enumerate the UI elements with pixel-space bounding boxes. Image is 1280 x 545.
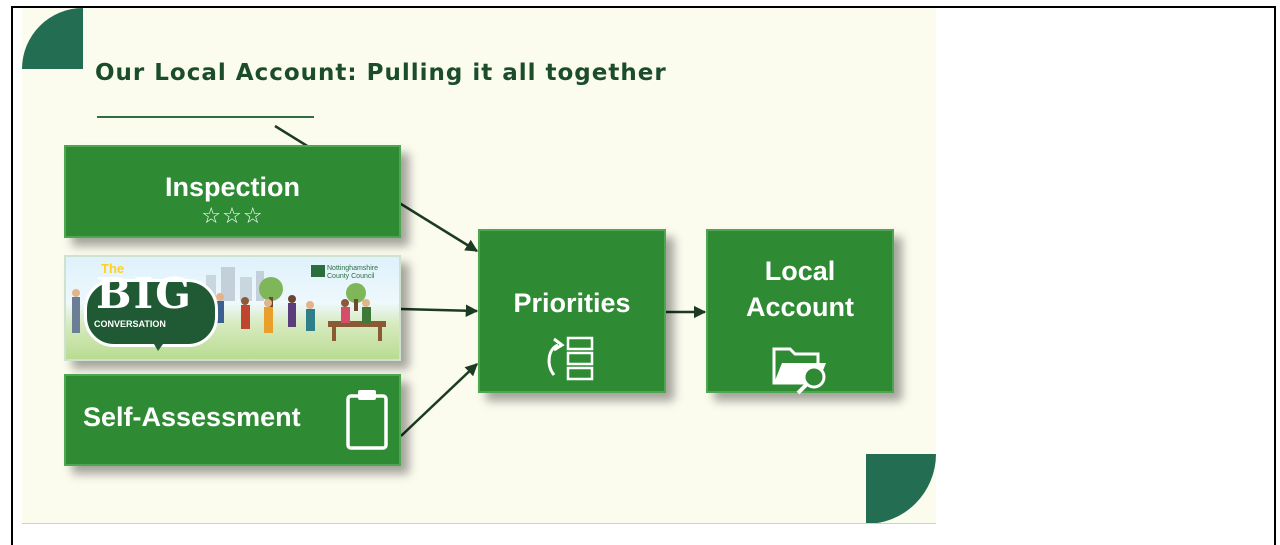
council-logo-icon xyxy=(311,265,325,277)
frame-right-border xyxy=(1274,6,1276,545)
big-conversation-word: CONVERSATION xyxy=(94,319,166,329)
self-assessment-label: Self-Assessment xyxy=(83,402,301,432)
speech-bubble-tail xyxy=(150,337,168,351)
local-account-label-line1: Local xyxy=(764,256,836,286)
slide: Our Local Account: Pulling it all togeth… xyxy=(22,8,936,524)
slide-title: Our Local Account: Pulling it all togeth… xyxy=(95,60,667,86)
local-account-label: Local Account xyxy=(708,253,892,325)
title-underline xyxy=(97,116,314,118)
local-account-box: Local Account xyxy=(706,229,894,395)
inspection-label: Inspection xyxy=(164,172,300,202)
frame-left-border xyxy=(11,6,13,545)
speech-bubble xyxy=(84,279,218,347)
frame-top-border xyxy=(11,6,1276,8)
priority-list-icon xyxy=(547,336,594,381)
big-conversation-big: BIG xyxy=(96,269,194,318)
local-account-label-line2: Account xyxy=(746,292,854,322)
council-name: Nottinghamshire County Council xyxy=(327,265,378,280)
folder-search-icon xyxy=(772,347,826,395)
slide-bottom-rule xyxy=(22,523,936,524)
park-scene-illustration xyxy=(72,267,386,341)
clipboard-icon xyxy=(346,390,388,450)
inspection-box: Inspection ☆☆☆ xyxy=(64,145,401,238)
arrow-conversation-to-priorities xyxy=(400,304,479,317)
big-conversation-the: The xyxy=(101,261,125,276)
priorities-box: Priorities xyxy=(478,229,666,393)
priorities-label: Priorities xyxy=(513,288,631,318)
self-assessment-box: Self-Assessment xyxy=(64,374,401,466)
star-rating-icon: ☆☆☆ xyxy=(201,203,264,228)
arrow-self-assessment-to-priorities xyxy=(400,363,478,437)
big-conversation-banner: Nottinghamshire County Council The BIG C… xyxy=(64,255,401,361)
